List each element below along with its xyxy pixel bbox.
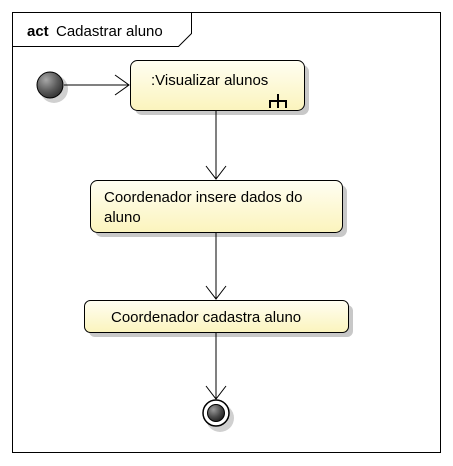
action-insere-dados[interactable]: Coordenador insere dados do aluno <box>90 180 348 238</box>
action-cadastra-label: Coordenador cadastra aluno <box>111 309 301 326</box>
initial-node[interactable] <box>36 71 68 103</box>
frame-title: Cadastrar aluno <box>56 23 163 40</box>
action-insere-label-line1: Coordenador insere dados do <box>104 189 302 206</box>
frame-keyword: act <box>27 23 49 40</box>
rake-icon <box>269 94 287 108</box>
edge-cadastra-to-final[interactable] <box>205 333 227 400</box>
action-insere-label-line2: aluno <box>104 209 141 226</box>
edge-visualizar-to-insere[interactable] <box>205 111 227 180</box>
action-visualizar-alunos[interactable]: :Visualizar alunos <box>130 60 310 116</box>
action-cadastra-aluno[interactable]: Coordenador cadastra aluno <box>84 300 354 338</box>
final-node[interactable] <box>202 399 234 432</box>
edge-insere-to-cadastra[interactable] <box>205 233 227 300</box>
edge-initial-to-visualizar[interactable] <box>64 74 130 96</box>
action-visualizar-label: :Visualizar alunos <box>151 72 268 89</box>
